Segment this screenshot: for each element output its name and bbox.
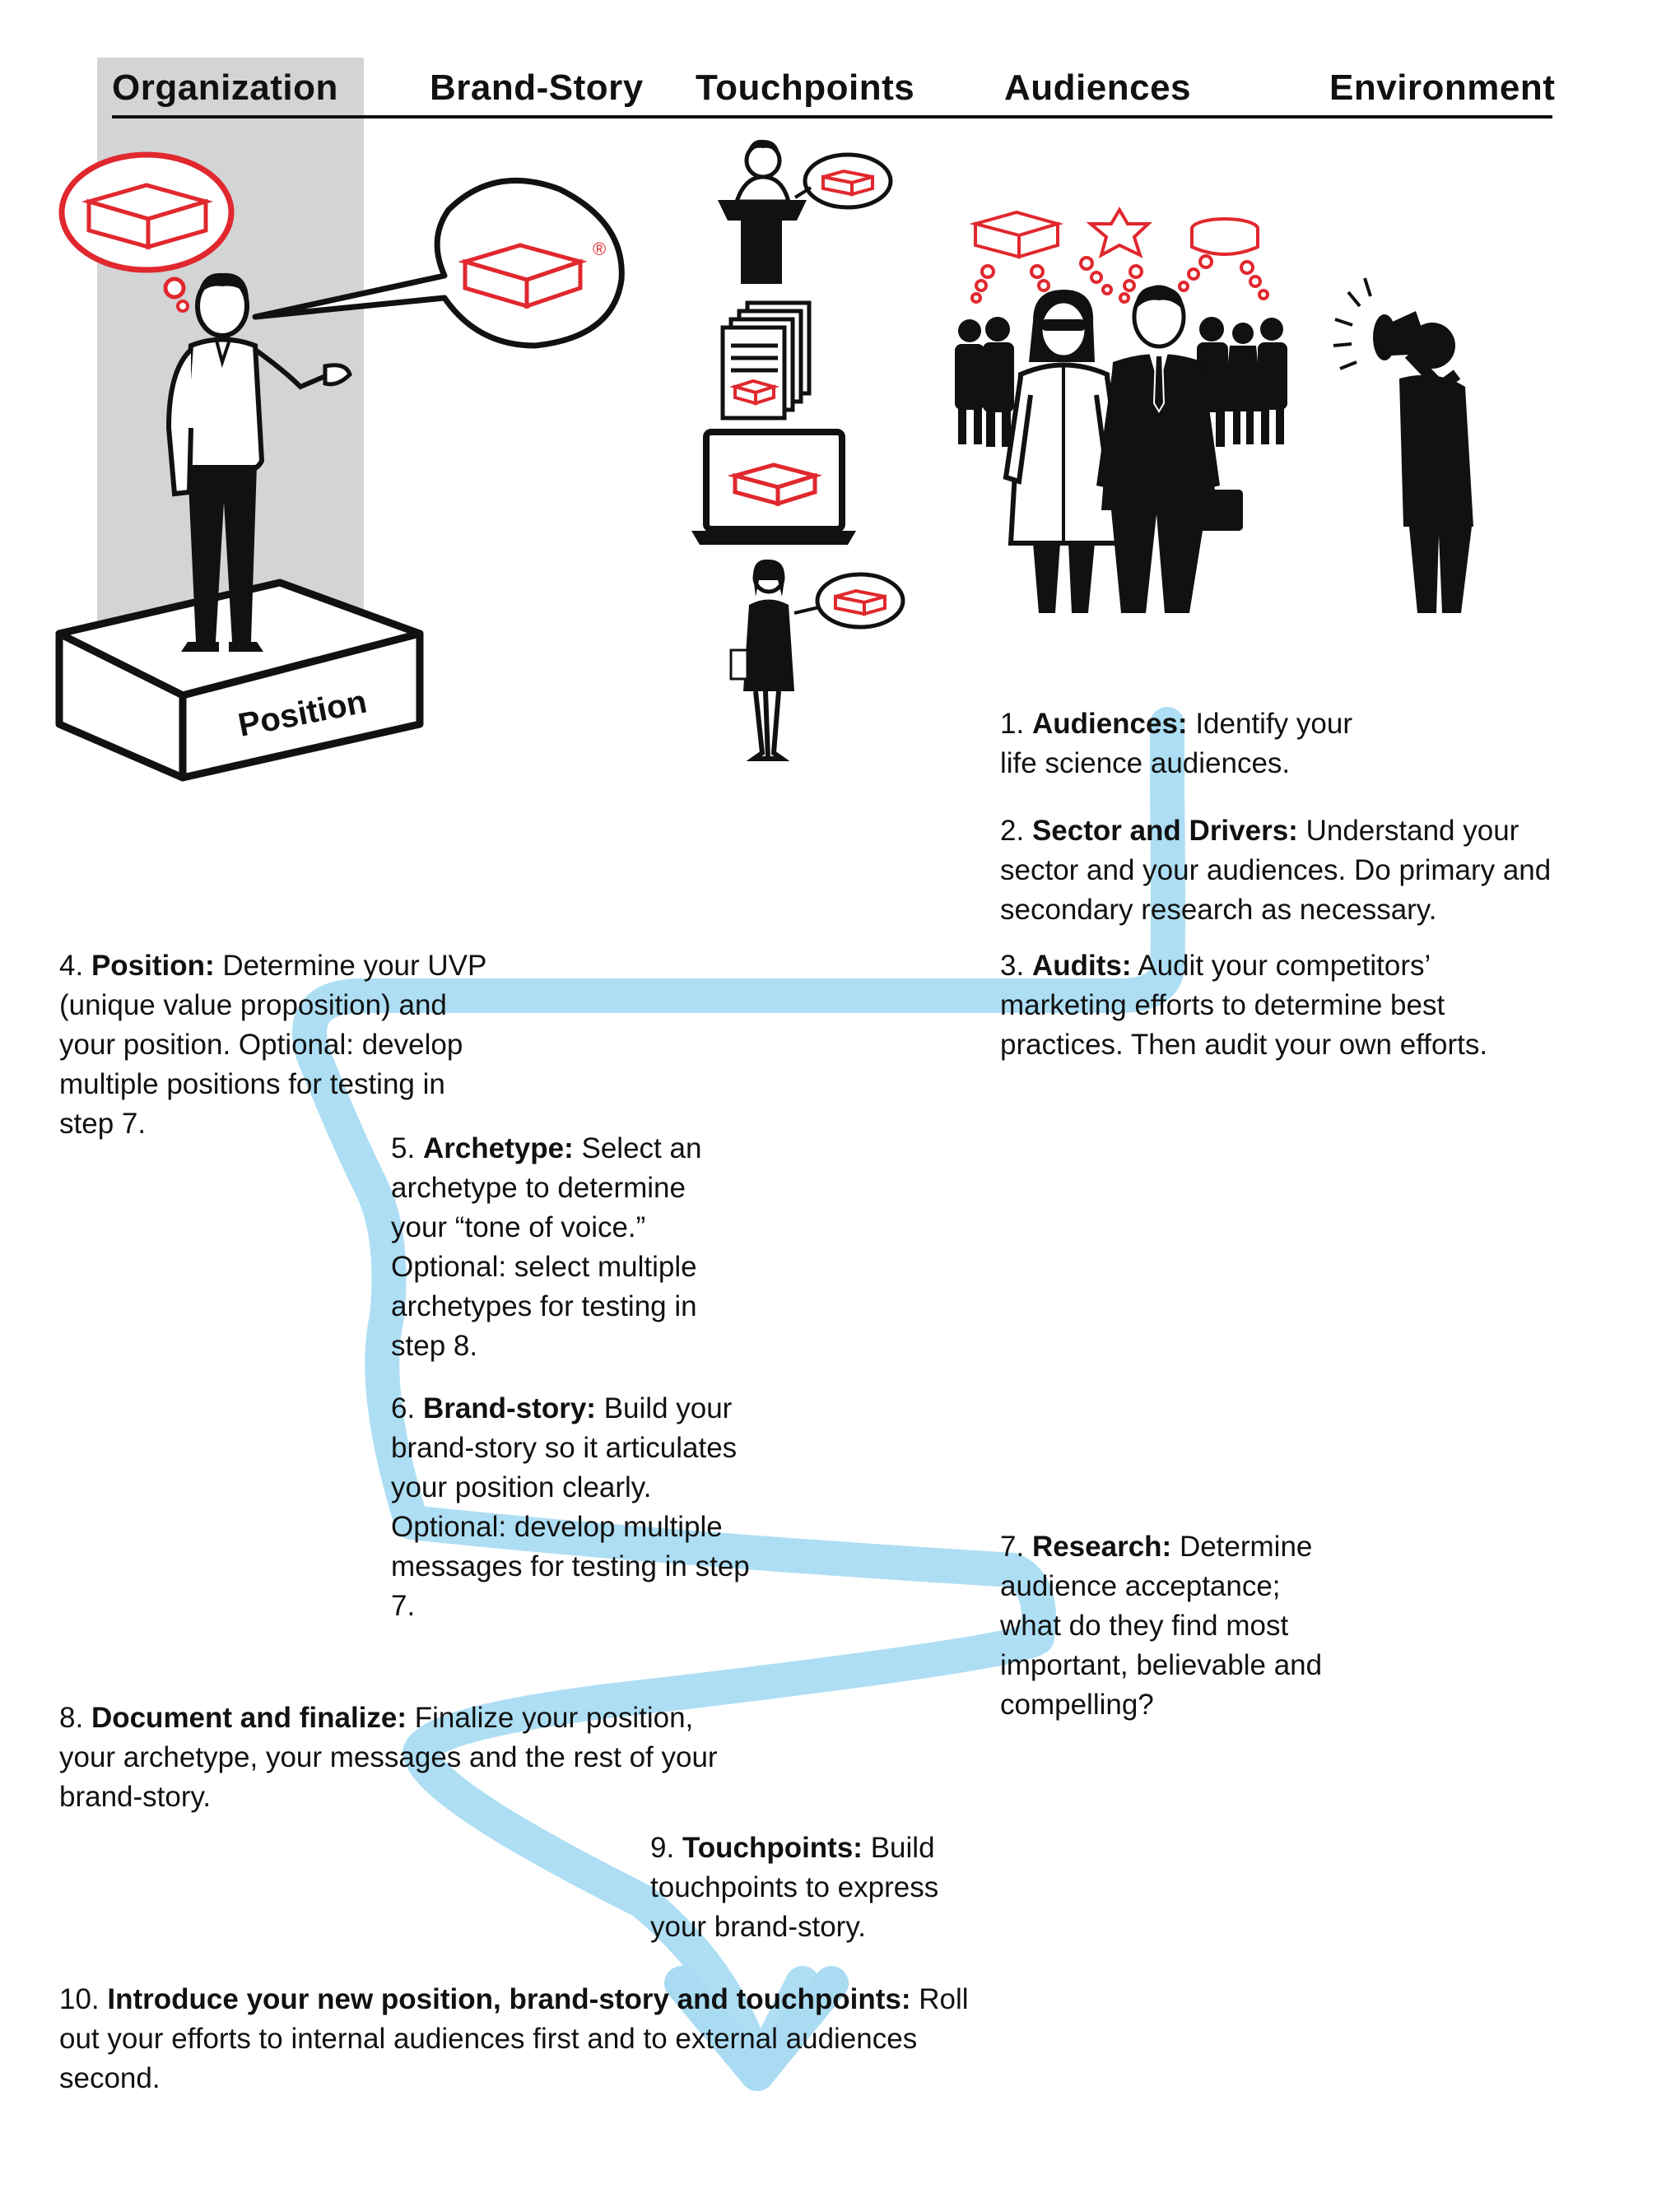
step-4: 4. Position: Determine your UVP (unique …	[59, 950, 486, 1140]
column-audiences: Audiences	[1004, 67, 1192, 108]
column-organization: Organization	[112, 67, 338, 108]
audience-thoughts	[969, 207, 1269, 304]
step-7: 7. Research: Determine audience acceptan…	[1000, 1531, 1323, 1721]
step-9: 9. Touchpoints: Build touchpoints to exp…	[650, 1832, 939, 1943]
crowd-icon	[955, 317, 1287, 447]
flow-path	[292, 707, 1185, 2091]
businessman-icon	[1096, 285, 1243, 613]
thought-bubble-icon	[58, 151, 235, 313]
step-3: 3. Audits: Audit your competitors’ marke…	[1000, 950, 1488, 1061]
laptop-icon	[691, 429, 856, 545]
column-environment: Environment	[1329, 67, 1556, 108]
businesswoman-icon	[729, 559, 905, 761]
step-5: 5. Archetype: Select an archetype to det…	[391, 1132, 702, 1362]
pedestal-icon: Position	[55, 579, 424, 782]
step-6: 6. Brand-story: Build your brand-story s…	[391, 1392, 750, 1622]
megaphone-person-icon	[1333, 277, 1473, 613]
step-8: 8. Document and finalize: Finalize your …	[59, 1702, 718, 1813]
flow-arrow-head	[664, 1966, 849, 2091]
step-1: 1. Audiences: Identify your life science…	[1000, 708, 1352, 779]
podium-icon	[718, 139, 893, 284]
speech-bubble-icon: ®	[252, 177, 625, 349]
product-box-icon: ®	[458, 239, 606, 309]
column-touchpoints: Touchpoints	[696, 67, 915, 108]
documents-icon	[720, 300, 812, 421]
step-10: 10. Introduce your new position, brand-s…	[59, 1983, 969, 2094]
svg-text:®: ®	[593, 239, 606, 259]
person-icon	[165, 272, 352, 652]
column-brand-story: Brand-Story	[430, 67, 644, 108]
header-rule	[112, 115, 1552, 118]
product-box-icon	[81, 183, 214, 250]
step-2: 2. Sector and Drivers: Understand your s…	[1000, 815, 1552, 926]
